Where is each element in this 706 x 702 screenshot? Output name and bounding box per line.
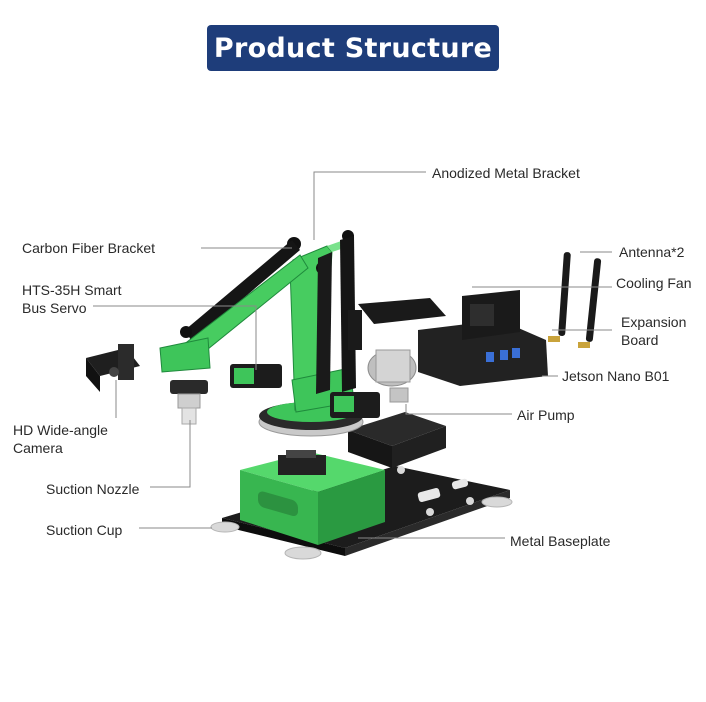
label-carbon-fiber-bracket: Carbon Fiber Bracket (22, 240, 156, 256)
label-antenna: Antenna*2 (619, 244, 685, 260)
label-suction-nozzle: Suction Nozzle (46, 481, 140, 497)
green-base-box (240, 450, 385, 545)
page-title: Product Structure (213, 32, 493, 64)
suction-nozzle (170, 380, 208, 425)
title-banner: Product Structure (207, 25, 499, 71)
label-jetson-nano: Jetson Nano B01 (562, 368, 670, 384)
label-expansion-line1: Expansion (621, 314, 687, 330)
servo-motor-2 (330, 392, 380, 418)
suction-cups (210, 496, 513, 560)
label-cooling-fan: Cooling Fan (616, 275, 692, 291)
pump-holder (348, 412, 446, 468)
label-camera-line1: HD Wide-angle (13, 422, 108, 438)
label-camera-line2: Camera (13, 440, 63, 456)
label-air-pump: Air Pump (517, 407, 575, 423)
label-anodized-metal-bracket: Anodized Metal Bracket (432, 165, 580, 181)
label-metal-baseplate: Metal Baseplate (510, 533, 611, 549)
label-servo-line1: HTS-35H Smart (22, 282, 122, 298)
green-forearm (159, 254, 309, 373)
air-pump (367, 349, 417, 403)
leader-lines (93, 171, 612, 539)
jetson-rack (348, 290, 548, 386)
antennas (548, 252, 602, 348)
servo-motor (230, 364, 282, 388)
label-servo-line2: Bus Servo (22, 300, 87, 316)
hd-wide-angle-camera (86, 344, 140, 392)
label-suction-cup: Suction Cup (46, 522, 123, 538)
label-expansion-line2: Board (621, 332, 659, 348)
